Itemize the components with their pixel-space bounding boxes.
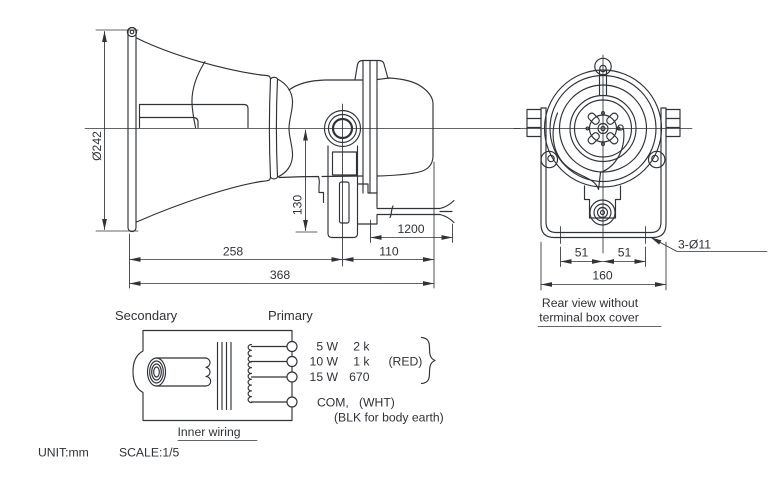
terminal-4 <box>286 396 298 408</box>
hub-center <box>597 122 609 135</box>
spoke-petal-ne <box>606 112 619 125</box>
bell-bottom-edge <box>135 180 262 223</box>
throat-hourglass <box>276 78 294 178</box>
bottom-bolt-ring1 <box>589 199 616 226</box>
cable-frayed-end <box>439 199 455 224</box>
driver-body-top <box>288 79 364 91</box>
ear-top-hole <box>599 64 607 73</box>
side-view-drawing: Ø242 130 1200 258 110 368 <box>84 26 521 289</box>
tap2-power-label: 10 W <box>310 355 339 369</box>
voice-coil-ring2 <box>149 360 164 384</box>
cable-break-tick <box>389 205 394 219</box>
dim-total-label: 368 <box>270 268 291 282</box>
dim-horn-depth-label: 258 <box>223 245 244 259</box>
scale-label: SCALE:1/5 <box>119 446 180 460</box>
ear-left <box>540 150 559 169</box>
spoke-dot-w <box>585 126 590 131</box>
rear-bracket-inner <box>545 107 662 234</box>
dim-51-left-label: 51 <box>575 246 589 260</box>
tap3-impedance-label: 670 <box>349 370 370 384</box>
rim-bead-hole-icon <box>129 29 135 35</box>
terminal-box <box>356 183 378 225</box>
terminal-2 <box>286 355 298 368</box>
ear-top <box>594 57 612 76</box>
earth-note-label: (BLK for body earth) <box>334 411 444 425</box>
ear-right <box>647 150 666 169</box>
rear-caption-line2: terminal box cover <box>539 311 639 325</box>
primary-winding <box>247 343 253 404</box>
ear-left-hole <box>547 154 555 163</box>
unit-label: UNIT:mm <box>38 446 89 460</box>
left-bolt-icon <box>526 108 542 138</box>
tap-group-brace <box>420 336 436 385</box>
tap1-power-label: 5 W <box>316 340 338 354</box>
rear-caption-line1: Rear view without <box>542 296 639 310</box>
bracket-hole <box>331 151 358 176</box>
dim-diameter-label: Ø242 <box>90 131 104 161</box>
common-wire-color-label: (WHT) <box>359 396 395 410</box>
hub-ring <box>588 114 618 143</box>
driver-circle-2 <box>549 74 657 183</box>
voice-coil-ring3 <box>151 363 162 381</box>
spoke-petal-se <box>606 132 619 145</box>
right-bolt-icon <box>665 108 681 138</box>
flange-top-tab <box>354 59 389 81</box>
bottom-bolt-center <box>599 209 606 216</box>
inner-wiring-caption: Inner wiring <box>178 425 241 439</box>
terminal-3 <box>286 371 298 383</box>
tap3-power-label: 15 W <box>310 370 339 384</box>
secondary-label: Secondary <box>115 308 178 323</box>
rear-view-drawing: 51 51 160 3-Ø11 Rear view without termin… <box>513 54 768 327</box>
dim-height-label: 130 <box>291 195 305 216</box>
bottom-bolt-ring3 <box>596 206 609 219</box>
tap2-impedance-label: 1 k <box>353 355 370 369</box>
driver-circle-outer <box>543 69 663 188</box>
dim-cable-label: 1200 <box>397 222 424 236</box>
driver-circle-5 <box>573 99 633 158</box>
primary-label: Primary <box>268 308 313 323</box>
secondary-coil-end <box>205 357 212 387</box>
bracket-slot <box>338 181 350 224</box>
common-label: COM, <box>317 396 349 410</box>
wiring-box <box>132 329 293 422</box>
driver-circle-4 <box>569 94 637 163</box>
tap1-impedance-label: 2 k <box>353 340 370 354</box>
clamp-wire <box>552 112 625 191</box>
leader-3-holes <box>650 237 768 252</box>
dim-bracket-rear-label: 110 <box>379 245 399 259</box>
spoke-petal-nw <box>587 112 600 125</box>
voice-coil-ring4 <box>153 366 160 378</box>
spoke-petal-sw <box>587 132 600 145</box>
inner-horn-step-upper <box>138 103 249 129</box>
rim-bead-icon <box>126 26 138 38</box>
rear-bracket-outer <box>540 107 667 239</box>
driver-body-rear <box>376 77 434 177</box>
ear-right-hole <box>651 154 659 163</box>
throat-ring-rear <box>269 76 279 180</box>
spoke-dot-s <box>601 142 605 146</box>
footer-notes: UNIT:mm SCALE:1/5 <box>38 446 180 460</box>
bracket-arm <box>327 145 359 239</box>
spoke-dot-n <box>601 111 605 115</box>
tap-wire-color-label: (RED) <box>389 355 423 369</box>
hub-dot <box>600 125 606 132</box>
horn-rim <box>127 26 137 233</box>
inner-horn-step-lower <box>138 116 199 129</box>
dim-51-right-label: 51 <box>618 246 632 260</box>
dim-3-holes-label: 3-Ø11 <box>678 238 711 252</box>
throat-ring-front <box>260 74 272 183</box>
clamp-wire-hook <box>617 124 624 131</box>
wiring-diagram: Secondary Primary 5 W 2 k 10 W 1 k <box>115 308 444 441</box>
bell-fold-line <box>191 60 206 129</box>
dim-160-label: 160 <box>592 269 613 283</box>
bell-top-edge <box>135 37 262 76</box>
terminal-1 <box>286 340 298 353</box>
bottom-bolt-ring2 <box>593 203 612 222</box>
